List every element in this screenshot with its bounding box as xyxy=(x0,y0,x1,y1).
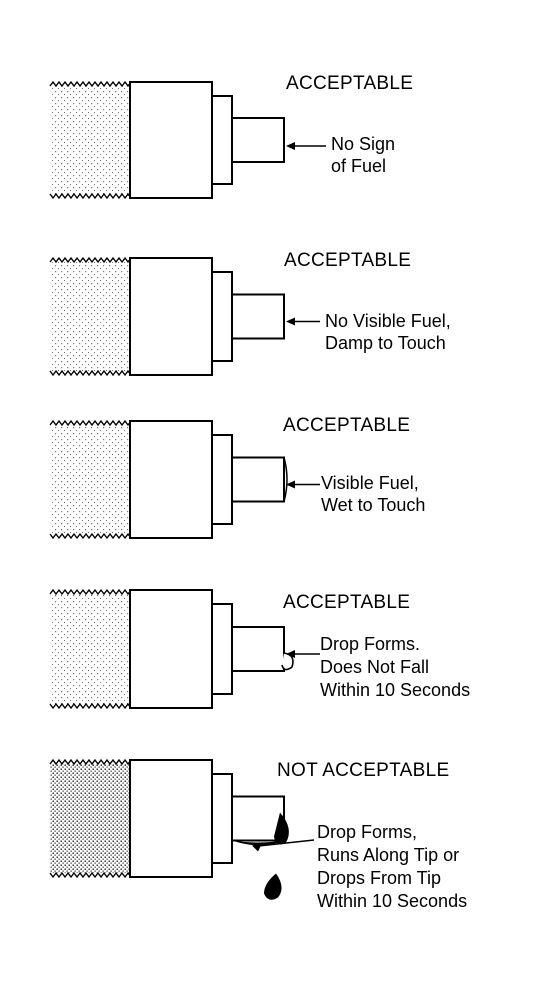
panel-1-leader-arrowhead xyxy=(286,142,295,150)
panel-3-description-line-1: Visible Fuel, xyxy=(321,473,419,493)
panel-2-tip xyxy=(231,293,285,340)
panel-4-status: ACCEPTABLE xyxy=(283,592,411,613)
panel-2-description-line-1: No Visible Fuel, xyxy=(325,311,451,331)
panel-5-collar xyxy=(211,773,233,864)
panel-5-leader-arrowhead xyxy=(252,843,262,852)
panel-5-description-line-1: Drop Forms, xyxy=(317,822,418,842)
panel-4-description-line-1: Drop Forms. xyxy=(320,634,421,654)
panel-3-fitting xyxy=(49,419,320,540)
panel-5-nut xyxy=(129,759,213,878)
panel-3-leader-arrowhead xyxy=(286,480,295,489)
panel-3-thread-top xyxy=(49,419,135,427)
panel-2-fitting xyxy=(49,256,320,377)
panel-1-thread-top xyxy=(49,80,135,88)
panel-3-collar xyxy=(211,434,233,525)
panel-4-description-line-2: Does Not Fall xyxy=(320,657,430,677)
panel-5-description-line-4: Within 10 Seconds xyxy=(317,891,468,911)
panel-2-description-line-2: Damp to Touch xyxy=(325,333,446,353)
panel-5-leader-line xyxy=(253,839,315,848)
panel-1-thread-bottom xyxy=(49,192,135,200)
panel-2-collar xyxy=(211,271,233,362)
panel-5-thread-top xyxy=(49,758,135,766)
panel-5-fitting xyxy=(49,758,315,900)
panel-5-description-line-3: Drops From Tip xyxy=(317,868,442,888)
panel-2-thread-body xyxy=(50,262,130,371)
panel-1-thread-body xyxy=(50,86,130,194)
panel-4-fitting xyxy=(49,588,320,710)
panel-4-thread-bottom xyxy=(49,702,135,710)
panel-5-status: NOT ACCEPTABLE xyxy=(277,760,450,781)
panel-3-thread-bottom xyxy=(49,532,135,540)
panel-4-leader-arrowhead xyxy=(286,650,295,658)
panel-4-thread-top xyxy=(49,588,135,596)
panel-3-status: ACCEPTABLE xyxy=(283,415,411,436)
panel-1-description-line-2: of Fuel xyxy=(331,156,387,176)
panel-4-nut xyxy=(129,589,213,709)
panel-1-tip xyxy=(231,117,285,163)
panel-5-fuel-drop-tip xyxy=(274,812,289,845)
panel-5-description-line-2: Runs Along Tip or xyxy=(317,845,460,865)
panel-2-leader-arrowhead xyxy=(286,317,295,326)
panel-4-collar xyxy=(211,603,233,695)
panel-1-fitting xyxy=(49,80,326,200)
panel-2-thread-bottom xyxy=(49,369,135,377)
panel-5-falling-drop xyxy=(264,873,282,900)
panel-1-status: ACCEPTABLE xyxy=(286,73,414,94)
panel-3-tip xyxy=(231,456,285,503)
panel-4-description-line-3: Within 10 Seconds xyxy=(320,680,471,700)
panel-2-status: ACCEPTABLE xyxy=(284,250,412,271)
panel-5-thread-body xyxy=(50,764,130,873)
panel-2-nut xyxy=(129,257,213,376)
panel-4-tip xyxy=(231,626,285,672)
panel-2-thread-top xyxy=(49,256,135,264)
panel-1-nut xyxy=(129,81,213,199)
panel-4-thread-body xyxy=(50,594,130,704)
panel-1-collar xyxy=(211,95,233,185)
panel-3-description-line-2: Wet to Touch xyxy=(321,495,426,515)
panel-3-wet-film xyxy=(283,457,288,502)
panel-1-description-line-1: No Sign xyxy=(331,134,396,154)
panel-3-nut xyxy=(129,420,213,539)
panel-3-thread-body xyxy=(50,425,130,534)
panel-5-thread-bottom xyxy=(49,871,135,879)
